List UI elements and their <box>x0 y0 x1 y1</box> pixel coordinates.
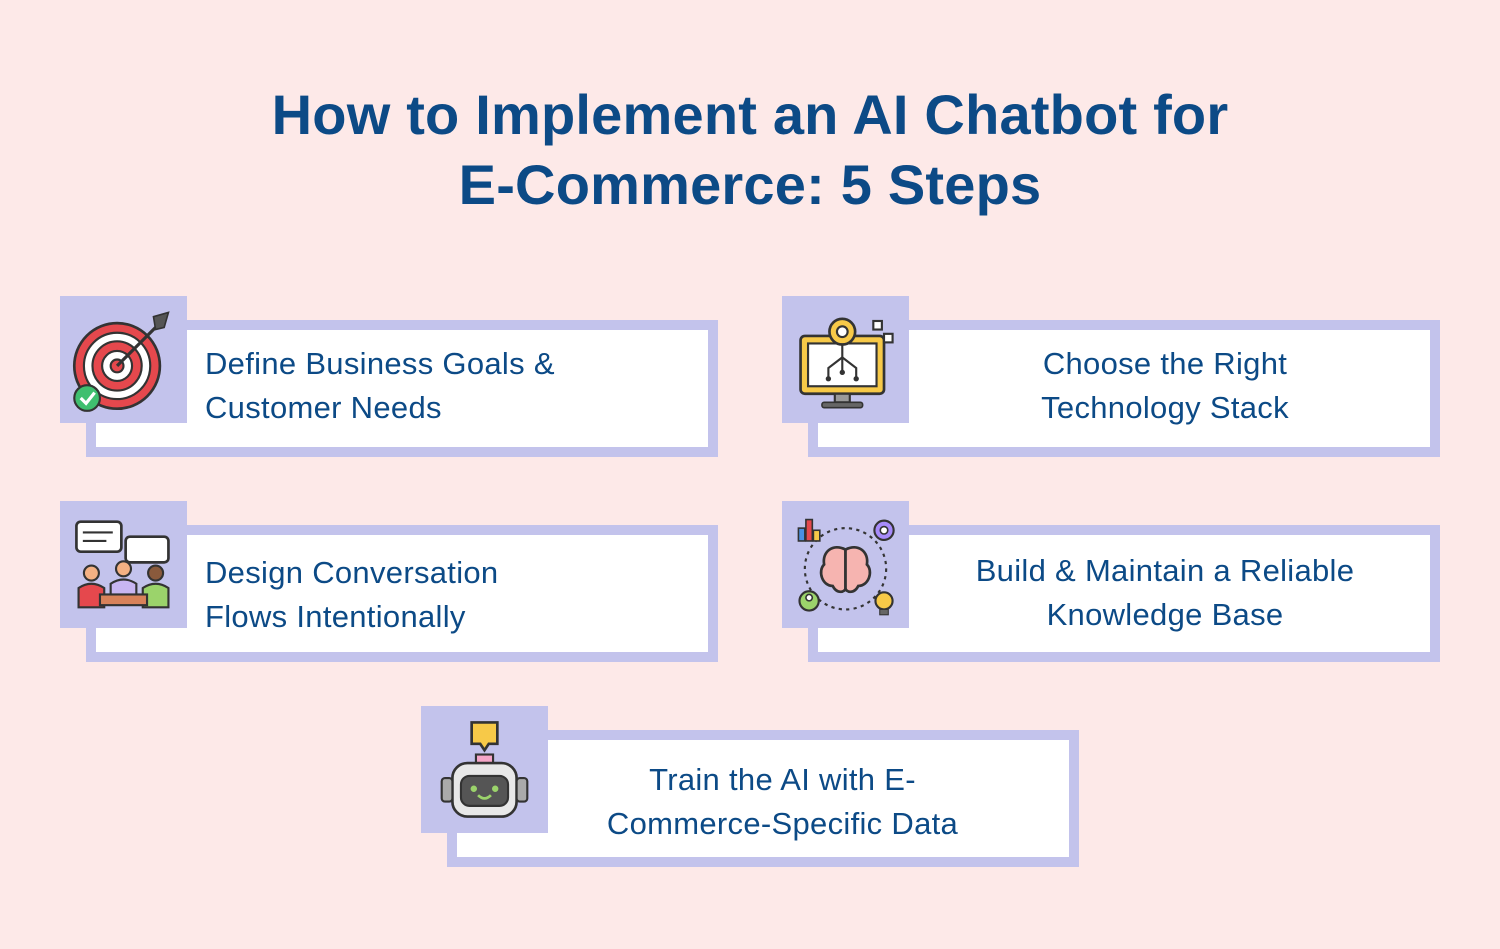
step-icon-box-5 <box>421 706 548 833</box>
title-line-2: E-Commerce: 5 Steps <box>458 153 1042 216</box>
step-icon-box-4 <box>782 501 909 628</box>
step-card-5 <box>447 730 1079 867</box>
step-card-3 <box>86 525 718 662</box>
step-label-3: Design Conversation Flows Intentionally <box>205 555 499 634</box>
step-label-1: Define Business Goals & Customer Needs <box>205 346 555 425</box>
step-label-4: Build & Maintain a Reliable Knowledge Ba… <box>975 553 1355 632</box>
step-icon-box-1 <box>60 296 187 423</box>
step-icon-box-3 <box>60 501 187 628</box>
step-label-2: Choose the Right Technology Stack <box>1041 346 1289 425</box>
monitor-gear-icon <box>799 317 894 409</box>
title-line-1: How to Implement an AI Chatbot for <box>271 83 1229 146</box>
step-card-4 <box>808 525 1440 662</box>
step-label-5: Train the AI with E- Commerce-Specific D… <box>606 762 959 841</box>
page-title: How to Implement an AI Chatbot for E-Com… <box>0 80 1500 220</box>
target-icon <box>72 311 170 412</box>
meeting-chat-icon <box>75 520 170 609</box>
step-card-1 <box>86 320 718 457</box>
brain-network-icon <box>797 518 895 616</box>
step-icon-box-2 <box>782 296 909 423</box>
robot-icon <box>440 721 529 818</box>
